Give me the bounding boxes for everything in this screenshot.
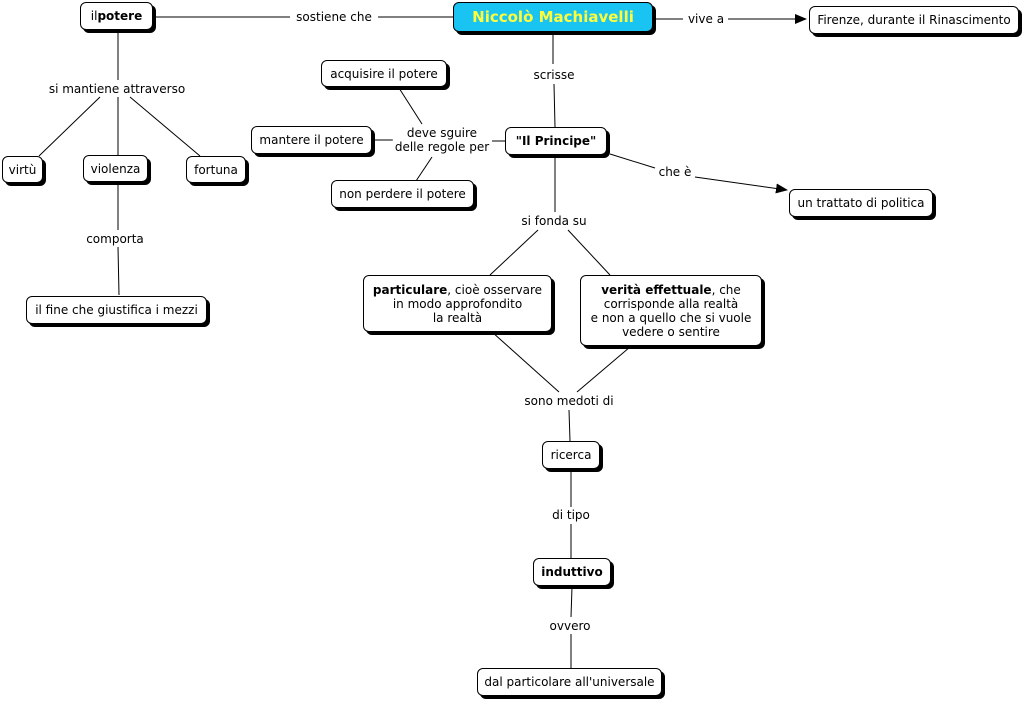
node-principe[interactable]: "Il Principe" xyxy=(505,127,607,155)
node-ricerca[interactable]: ricerca xyxy=(542,441,600,469)
link-che-e: che è xyxy=(656,165,694,179)
link-deve-sguire: deve sguire delle regole per xyxy=(392,126,492,154)
edge-sifonda-verita xyxy=(567,229,611,276)
node-induttivo[interactable]: induttivo xyxy=(533,558,611,586)
node-verita-line3: e non a quello che si vuole xyxy=(590,310,752,325)
node-potere-prefix: il xyxy=(90,9,98,23)
node-particulare[interactable]: particulare, cioè osservare in modo appr… xyxy=(363,275,552,332)
edge-mantiene-fortuna xyxy=(129,96,201,157)
node-acquisire[interactable]: acquisire il potere xyxy=(321,60,447,87)
edge-chee-trattato xyxy=(694,176,788,194)
edge-mantiene-virtu xyxy=(38,96,101,157)
edge-principe-chee xyxy=(609,153,656,169)
node-violenza[interactable]: violenza xyxy=(83,155,148,182)
node-non-perdere[interactable]: non perdere il potere xyxy=(331,180,474,208)
node-mantere[interactable]: mantere il potere xyxy=(251,126,372,154)
node-firenze[interactable]: Firenze, durante il Rinascimento xyxy=(809,6,1019,34)
node-trattato[interactable]: un trattato di politica xyxy=(789,189,933,217)
node-particulare-line1: , cioè osservare xyxy=(447,282,543,297)
edge-verita-metodi xyxy=(576,346,631,393)
node-fortuna[interactable]: fortuna xyxy=(186,156,246,183)
link-di-tipo: di tipo xyxy=(550,508,592,522)
link-comporta: comporta xyxy=(84,232,146,246)
link-scrisse: scrisse xyxy=(531,68,577,82)
link-ovvero: ovvero xyxy=(547,619,593,633)
edge-deve-acquisire xyxy=(398,87,423,125)
edge-scrisse-principe xyxy=(553,83,556,128)
node-verita-line2: corrisponde alla realtà xyxy=(603,296,739,311)
node-particulare-line2: in modo approfondito xyxy=(392,296,523,311)
node-verita-bold: verità effettuale xyxy=(601,282,712,297)
edge-particulare-metodi xyxy=(491,331,560,393)
node-particulare-line3: la realtà xyxy=(432,310,483,325)
link-deve-line1: deve sguire xyxy=(406,126,478,140)
node-verita-line1: , che xyxy=(711,282,741,297)
node-potere-bold: potere xyxy=(97,9,143,23)
node-potere[interactable]: il potere xyxy=(80,2,153,30)
link-si-fonda: si fonda su xyxy=(519,214,589,228)
node-verita[interactable]: verità effettuale, che corrisponde alla … xyxy=(580,275,762,346)
edge-sifonda-particulare xyxy=(489,229,539,276)
edge-induttivo-ovvero xyxy=(570,586,573,618)
link-si-mantiene: si mantiene attraverso xyxy=(46,82,188,96)
link-sostiene-che: sostiene che xyxy=(294,10,374,24)
node-machiavelli[interactable]: Niccolò Machiavelli xyxy=(453,2,653,32)
node-verita-line4: vedere o sentire xyxy=(622,324,720,339)
node-particulare-bold: particulare xyxy=(372,282,448,297)
link-sono-metodi: sono medoti di xyxy=(522,394,616,408)
link-vive-a: vive a xyxy=(685,12,727,26)
edge-deve-nonperdere xyxy=(415,156,433,182)
node-universale[interactable]: dal particolare all'universale xyxy=(477,668,662,696)
node-virtu[interactable]: virtù xyxy=(2,156,43,183)
edge-comporta-fine xyxy=(117,246,120,296)
edge-metodi-ricerca xyxy=(568,409,571,442)
node-fine[interactable]: il fine che giustifica i mezzi xyxy=(26,296,207,324)
link-deve-line2: delle regole per xyxy=(394,140,490,154)
